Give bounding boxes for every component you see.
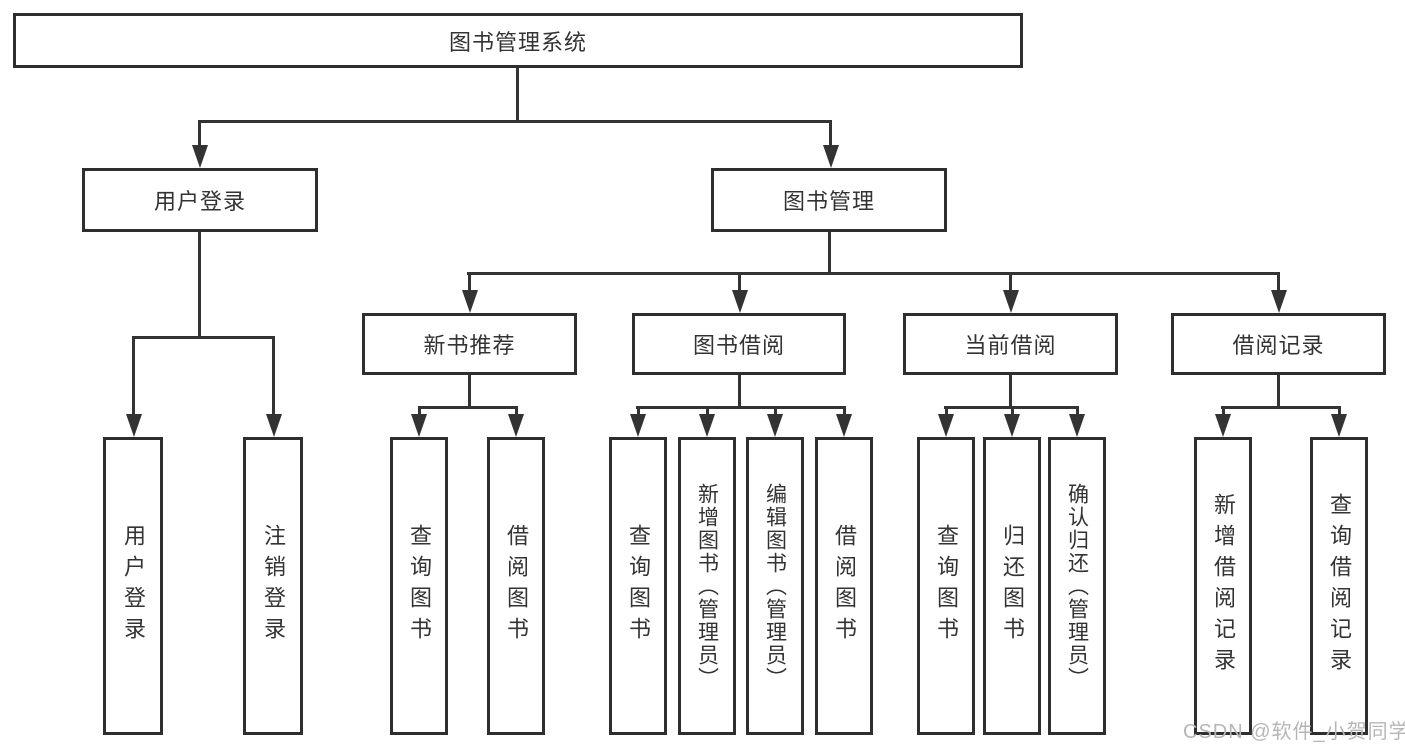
connector-user-login-branch — [132, 336, 275, 339]
leaf-return-books: 归还图书 — [983, 437, 1041, 735]
leaf-query-borrow-record: 查询借阅记录 — [1310, 437, 1368, 735]
connector-drop-leaf — [1011, 406, 1014, 416]
node-book-management: 图书管理 — [711, 168, 947, 232]
connector-user-login-stem — [198, 232, 201, 336]
connector-drop-leaf — [1338, 406, 1341, 416]
connector-drop-current-borrow — [1009, 272, 1012, 292]
connector-drop-new-book — [468, 272, 471, 292]
connector-drop-logout-leaf — [272, 336, 275, 416]
arrow-down-icon — [836, 414, 852, 437]
connector-root-stem — [516, 68, 519, 120]
connector-book-borrow-branch — [636, 406, 846, 409]
connector-drop-leaf — [843, 406, 846, 416]
connector-drop-book-borrow — [738, 272, 741, 292]
connector-drop-leaf — [706, 406, 709, 416]
arrow-down-icon — [938, 414, 954, 437]
node-book-borrow: 图书借阅 — [632, 313, 846, 375]
arrow-down-icon — [1271, 290, 1287, 313]
connector-drop-leaf — [1222, 406, 1225, 416]
connector-book-management-stem — [828, 232, 831, 272]
connector-drop-leaf — [515, 406, 518, 416]
arrow-down-icon — [732, 290, 748, 313]
arrow-down-icon — [411, 414, 427, 437]
connector-drop-user-login — [198, 120, 201, 148]
arrow-down-icon — [1004, 414, 1020, 437]
node-borrow-records: 借阅记录 — [1171, 313, 1386, 375]
arrow-down-icon — [1331, 414, 1347, 437]
arrow-down-icon — [630, 414, 646, 437]
connector-book-borrow-stem — [738, 375, 741, 406]
arrow-down-icon — [266, 414, 282, 437]
connector-borrow-records-branch — [1221, 406, 1340, 409]
arrow-down-icon — [1069, 414, 1085, 437]
leaf-query-books: 查询图书 — [390, 437, 448, 735]
leaf-borrow-books: 借阅图书 — [815, 437, 873, 735]
connector-level3-branch — [467, 272, 1280, 275]
leaf-user-login: 用户登录 — [103, 437, 163, 735]
leaf-borrow-books: 借阅图书 — [487, 437, 545, 735]
connector-drop-leaf — [774, 406, 777, 416]
leaf-add-borrow-record: 新增借阅记录 — [1194, 437, 1252, 735]
arrow-down-icon — [823, 145, 839, 168]
connector-drop-book-management — [829, 120, 832, 148]
leaf-add-books-admin: 新增图书（管理员） — [678, 437, 736, 735]
leaf-query-books: 查询图书 — [917, 437, 975, 735]
arrow-down-icon — [699, 414, 715, 437]
node-library-system: 图书管理系统 — [13, 13, 1023, 68]
leaf-confirm-return-admin: 确认归还（管理员） — [1048, 437, 1106, 735]
connector-drop-leaf — [1076, 406, 1079, 416]
connector-drop-borrow-records — [1277, 272, 1280, 292]
csdn-watermark: CSDN @软件_小贺同学 — [1183, 721, 1405, 743]
node-user-login: 用户登录 — [82, 168, 318, 232]
leaf-edit-books-admin: 编辑图书（管理员） — [746, 437, 804, 735]
arrow-down-icon — [1215, 414, 1231, 437]
arrow-down-icon — [192, 145, 208, 168]
connector-new-book-stem — [468, 375, 471, 406]
connector-drop-leaf — [418, 406, 421, 416]
arrow-down-icon — [462, 290, 478, 313]
connector-drop-leaf — [637, 406, 640, 416]
arrow-down-icon — [767, 414, 783, 437]
node-new-book-recommend: 新书推荐 — [362, 313, 577, 375]
connector-borrow-records-stem — [1277, 375, 1280, 406]
connector-drop-login-leaf — [132, 336, 135, 416]
node-current-borrow: 当前借阅 — [903, 313, 1118, 375]
arrow-down-icon — [126, 414, 142, 437]
connector-current-borrow-stem — [1009, 375, 1012, 406]
arrow-down-icon — [508, 414, 524, 437]
arrow-down-icon — [1003, 290, 1019, 313]
leaf-query-books: 查询图书 — [609, 437, 667, 735]
connector-level1-branch — [198, 120, 832, 123]
connector-drop-leaf — [945, 406, 948, 416]
connector-new-book-branch — [418, 406, 518, 409]
leaf-logout: 注销登录 — [243, 437, 303, 735]
